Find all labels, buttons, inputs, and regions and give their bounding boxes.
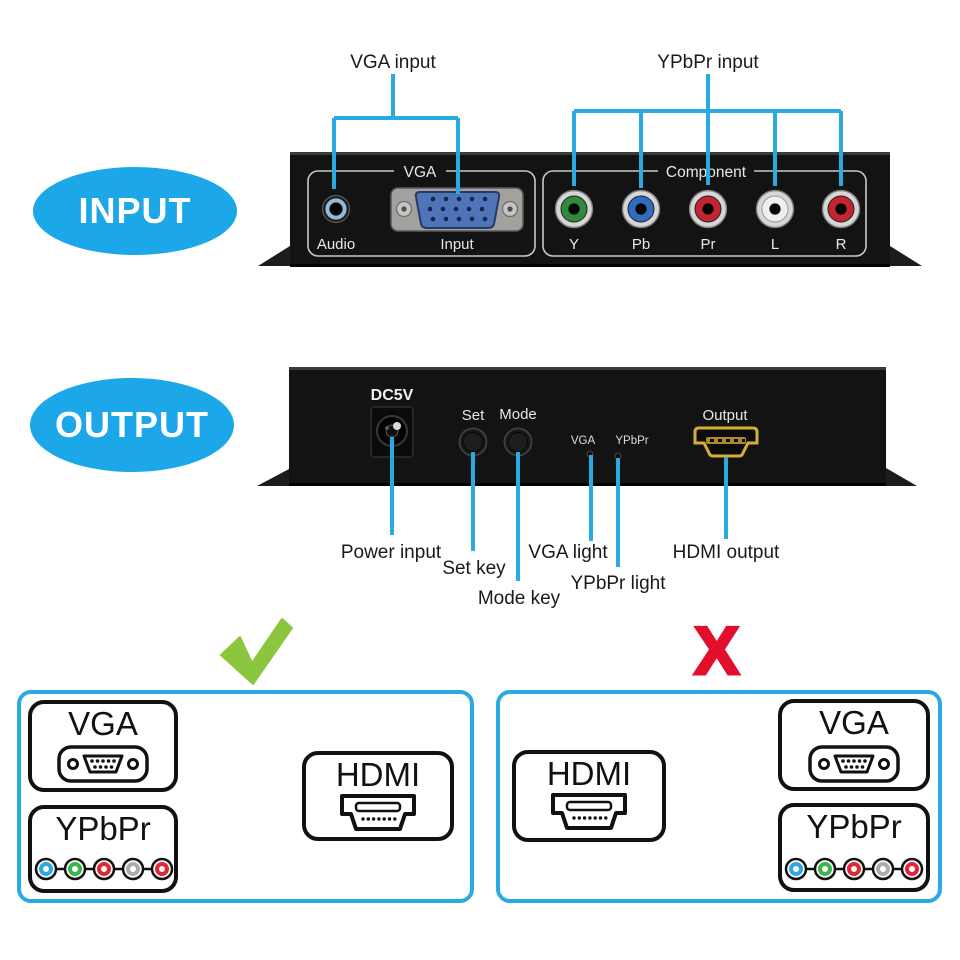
ypbpr-led [614,452,622,460]
left-ypbpr-box: YPbPr [28,805,178,893]
hdmi-out-label: Output [702,407,748,424]
jack-label-pb: Pb [632,236,650,253]
right-ypbpr-label: YPbPr [806,808,902,845]
input-panel: VGA Audio Inpu [258,152,922,267]
rca-jack-y [554,189,594,229]
right-hdmi-label: HDMI [546,755,632,792]
input-badge-label: INPUT [78,190,192,231]
x-mark: X [692,612,740,691]
component-group-label: Component [666,164,747,181]
hdmi-port [693,426,759,458]
rca-jack-pr [688,189,728,229]
vga-light-label: VGA light [528,542,608,563]
jack-label-y: Y [569,236,579,253]
jack-label-r: R [836,236,847,253]
dc5v-label: DC5V [371,387,414,404]
output-badge-label: OUTPUT [55,404,209,445]
set-button [458,427,488,457]
left-flange [258,246,290,266]
power-input-label: Power input [340,542,442,563]
rca-jack-l [755,189,795,229]
mode-label: Mode [499,406,537,423]
hdmi-output-label: HDMI output [672,542,780,563]
right-vga-label: VGA [819,704,889,741]
left-vga-label: VGA [68,705,138,742]
output-badge: OUTPUT [30,378,234,472]
check-icon [220,618,293,685]
ypbpr-light-label: YPbPr light [570,573,666,594]
vga-connector-icon [57,745,149,783]
jack-label-l: L [771,236,779,253]
vga-connector-icon [808,745,900,783]
ypbpr-input-callout-label: YPbPr input [657,52,759,73]
vga-port-pins [427,196,488,222]
dc-power-jack [370,406,414,458]
ypbpr-led-label: YPbPr [615,435,648,447]
audio-jack [321,194,351,224]
ypbpr-rca-icon [34,857,174,881]
set-label: Set [462,407,485,424]
vga-port-label: Input [440,236,474,253]
audio-label: Audio [317,236,355,253]
left-hdmi-label: HDMI [335,756,421,793]
vga-group-label: VGA [404,164,437,181]
hdmi-connector-icon [340,794,416,831]
output-panel: DC5V Set Mode VGA YPbPr Output [257,367,917,486]
vga-led-label: VGA [571,435,596,447]
vga-led [586,450,594,458]
vga-port [390,187,524,232]
set-key-label: Set key [442,558,506,579]
right-flange [890,246,922,266]
right-flange [886,468,917,486]
mode-button [503,427,533,457]
hdmi-connector-icon [551,793,627,830]
input-badge: INPUT [33,167,237,255]
left-ypbpr-label: YPbPr [55,810,151,847]
jack-label-pr: Pr [701,236,716,253]
ypbpr-rca-icon [784,857,924,881]
vga-input-callout-label: VGA input [350,52,436,73]
mode-key-label: Mode key [477,588,561,609]
rca-jack-pb [621,189,661,229]
left-flange [257,469,289,486]
rca-jack-r [821,189,861,229]
